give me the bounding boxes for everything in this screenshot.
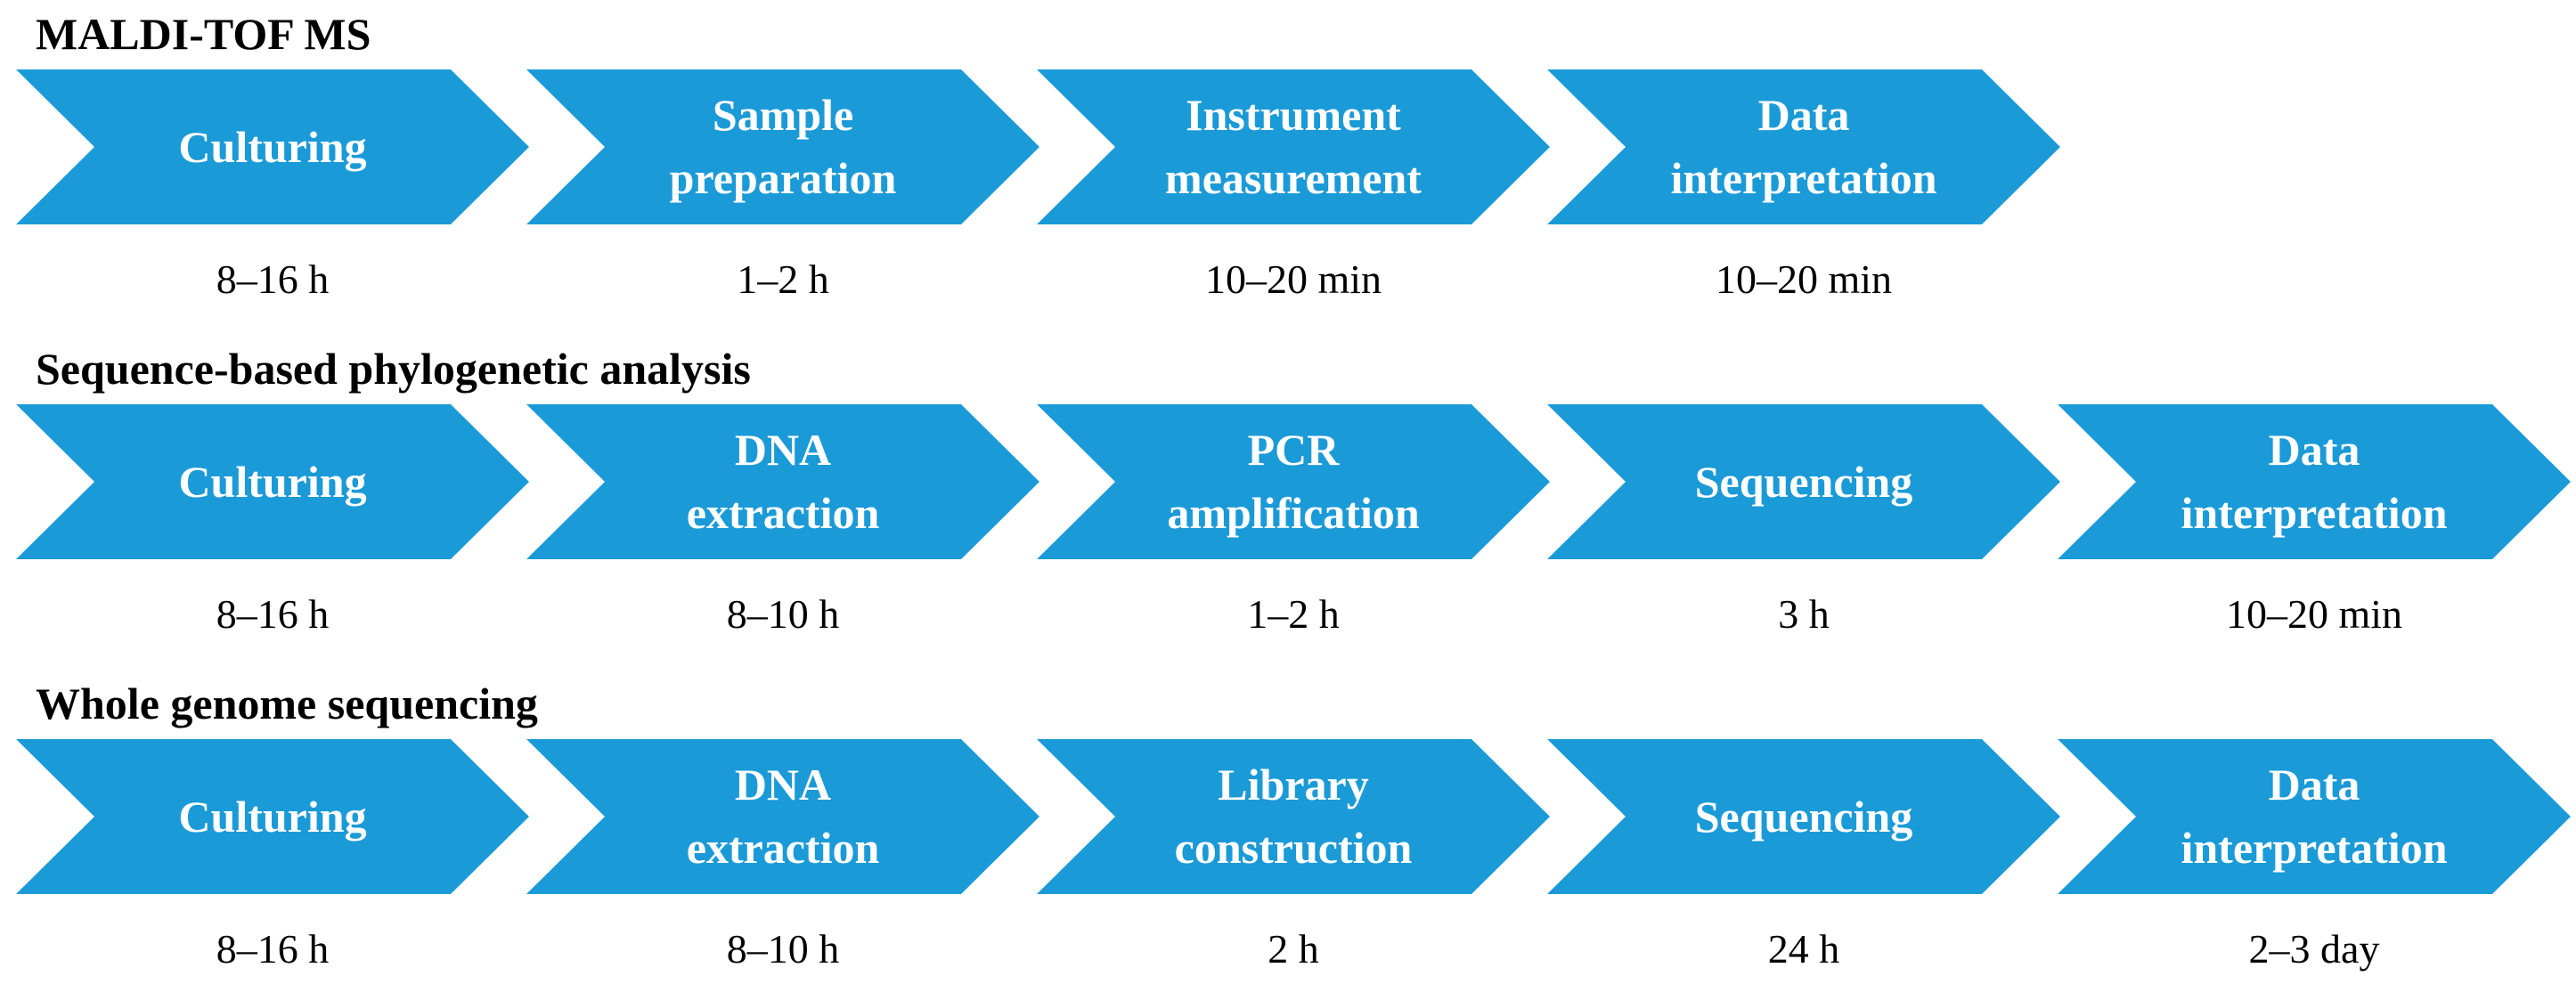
chevron-arrow-shape <box>1037 69 1550 224</box>
step-label: Data interpretation <box>1626 69 1982 224</box>
step-label: Sample preparation <box>605 69 961 224</box>
step-label: DNA extraction <box>605 739 961 894</box>
step-label-line: Library <box>1218 760 1369 809</box>
chevron-arrow-shape <box>526 739 1039 894</box>
step-label-line: measurement <box>1165 153 1422 203</box>
step-label-line: Data <box>2268 425 2360 475</box>
chevron-arrow-shape <box>2058 404 2571 559</box>
step-label-line: Data <box>1757 90 1850 140</box>
step-duration: 10–20 min <box>1204 256 1382 302</box>
step-duration: 1–2 h <box>737 256 829 302</box>
step-label-line: PCR <box>1247 425 1340 475</box>
step-label-line: DNA <box>734 425 832 475</box>
step-duration: 1–2 h <box>1247 591 1340 637</box>
step-label: Culturing <box>94 739 451 894</box>
step-duration: 10–20 min <box>2225 591 2403 637</box>
step-label-line: preparation <box>669 153 897 203</box>
step-label-line: interpretation <box>2181 488 2448 538</box>
step-label-line: Data <box>2268 760 2360 809</box>
step-label: Data interpretation <box>2136 404 2492 559</box>
chevron-arrow-shape <box>2058 739 2571 894</box>
step-duration: 8–16 h <box>216 256 330 302</box>
step-label: Sequencing <box>1626 739 1982 894</box>
step-label-line: extraction <box>686 823 880 873</box>
step-label: PCR amplification <box>1115 404 1471 559</box>
chevron-arrow-shape <box>1547 739 2060 894</box>
step-label: Culturing <box>94 69 451 224</box>
step-label: Instrument measurement <box>1115 69 1471 224</box>
step-label-line: interpretation <box>1670 153 1937 203</box>
workflow-title: Whole genome sequencing <box>36 679 538 728</box>
step-duration: 2–3 day <box>2248 926 2380 972</box>
chevron-arrow-shape <box>16 404 529 559</box>
step-duration: 24 h <box>1767 926 1840 972</box>
step-label-line: Culturing <box>178 791 367 842</box>
step-label-line: Culturing <box>178 456 367 507</box>
step-duration: 8–10 h <box>726 591 840 637</box>
step-duration: 10–20 min <box>1715 256 1893 302</box>
step-label: DNA extraction <box>605 404 961 559</box>
step-label-line: DNA <box>734 760 832 809</box>
step-duration: 2 h <box>1268 926 1319 972</box>
chevron-arrow-shape <box>526 404 1039 559</box>
step-label-line: Culturing <box>178 121 367 172</box>
chevron-arrow-shape <box>1547 69 2060 224</box>
step-label: Culturing <box>94 404 451 559</box>
step-label-line: interpretation <box>2181 823 2448 873</box>
chevron-arrow-shape <box>16 739 529 894</box>
step-label: Sequencing <box>1626 404 1982 559</box>
step-label-line: Sequencing <box>1694 791 1913 842</box>
step-label: Library construction <box>1115 739 1471 894</box>
chevron-arrow-shape <box>16 69 529 224</box>
step-label: Data interpretation <box>2136 739 2492 894</box>
step-label-line: construction <box>1174 823 1413 873</box>
chevron-arrow-shape <box>1547 404 2060 559</box>
chevron-arrow-shape <box>1037 739 1550 894</box>
step-duration: 8–10 h <box>726 926 840 972</box>
step-duration: 8–16 h <box>216 926 330 972</box>
step-duration: 3 h <box>1778 591 1830 637</box>
step-label-line: extraction <box>686 488 880 538</box>
workflow-title: Sequence-based phylogenetic analysis <box>36 344 751 394</box>
step-label-line: Sequencing <box>1694 456 1913 507</box>
step-label-line: Sample <box>712 90 854 140</box>
step-label-line: Instrument <box>1186 90 1401 140</box>
step-label-line: amplification <box>1167 488 1420 538</box>
chevron-arrow-shape <box>526 69 1039 224</box>
step-duration: 8–16 h <box>216 591 330 637</box>
workflow-title: MALDI-TOF MS <box>36 9 371 59</box>
chevron-arrow-shape <box>1037 404 1550 559</box>
